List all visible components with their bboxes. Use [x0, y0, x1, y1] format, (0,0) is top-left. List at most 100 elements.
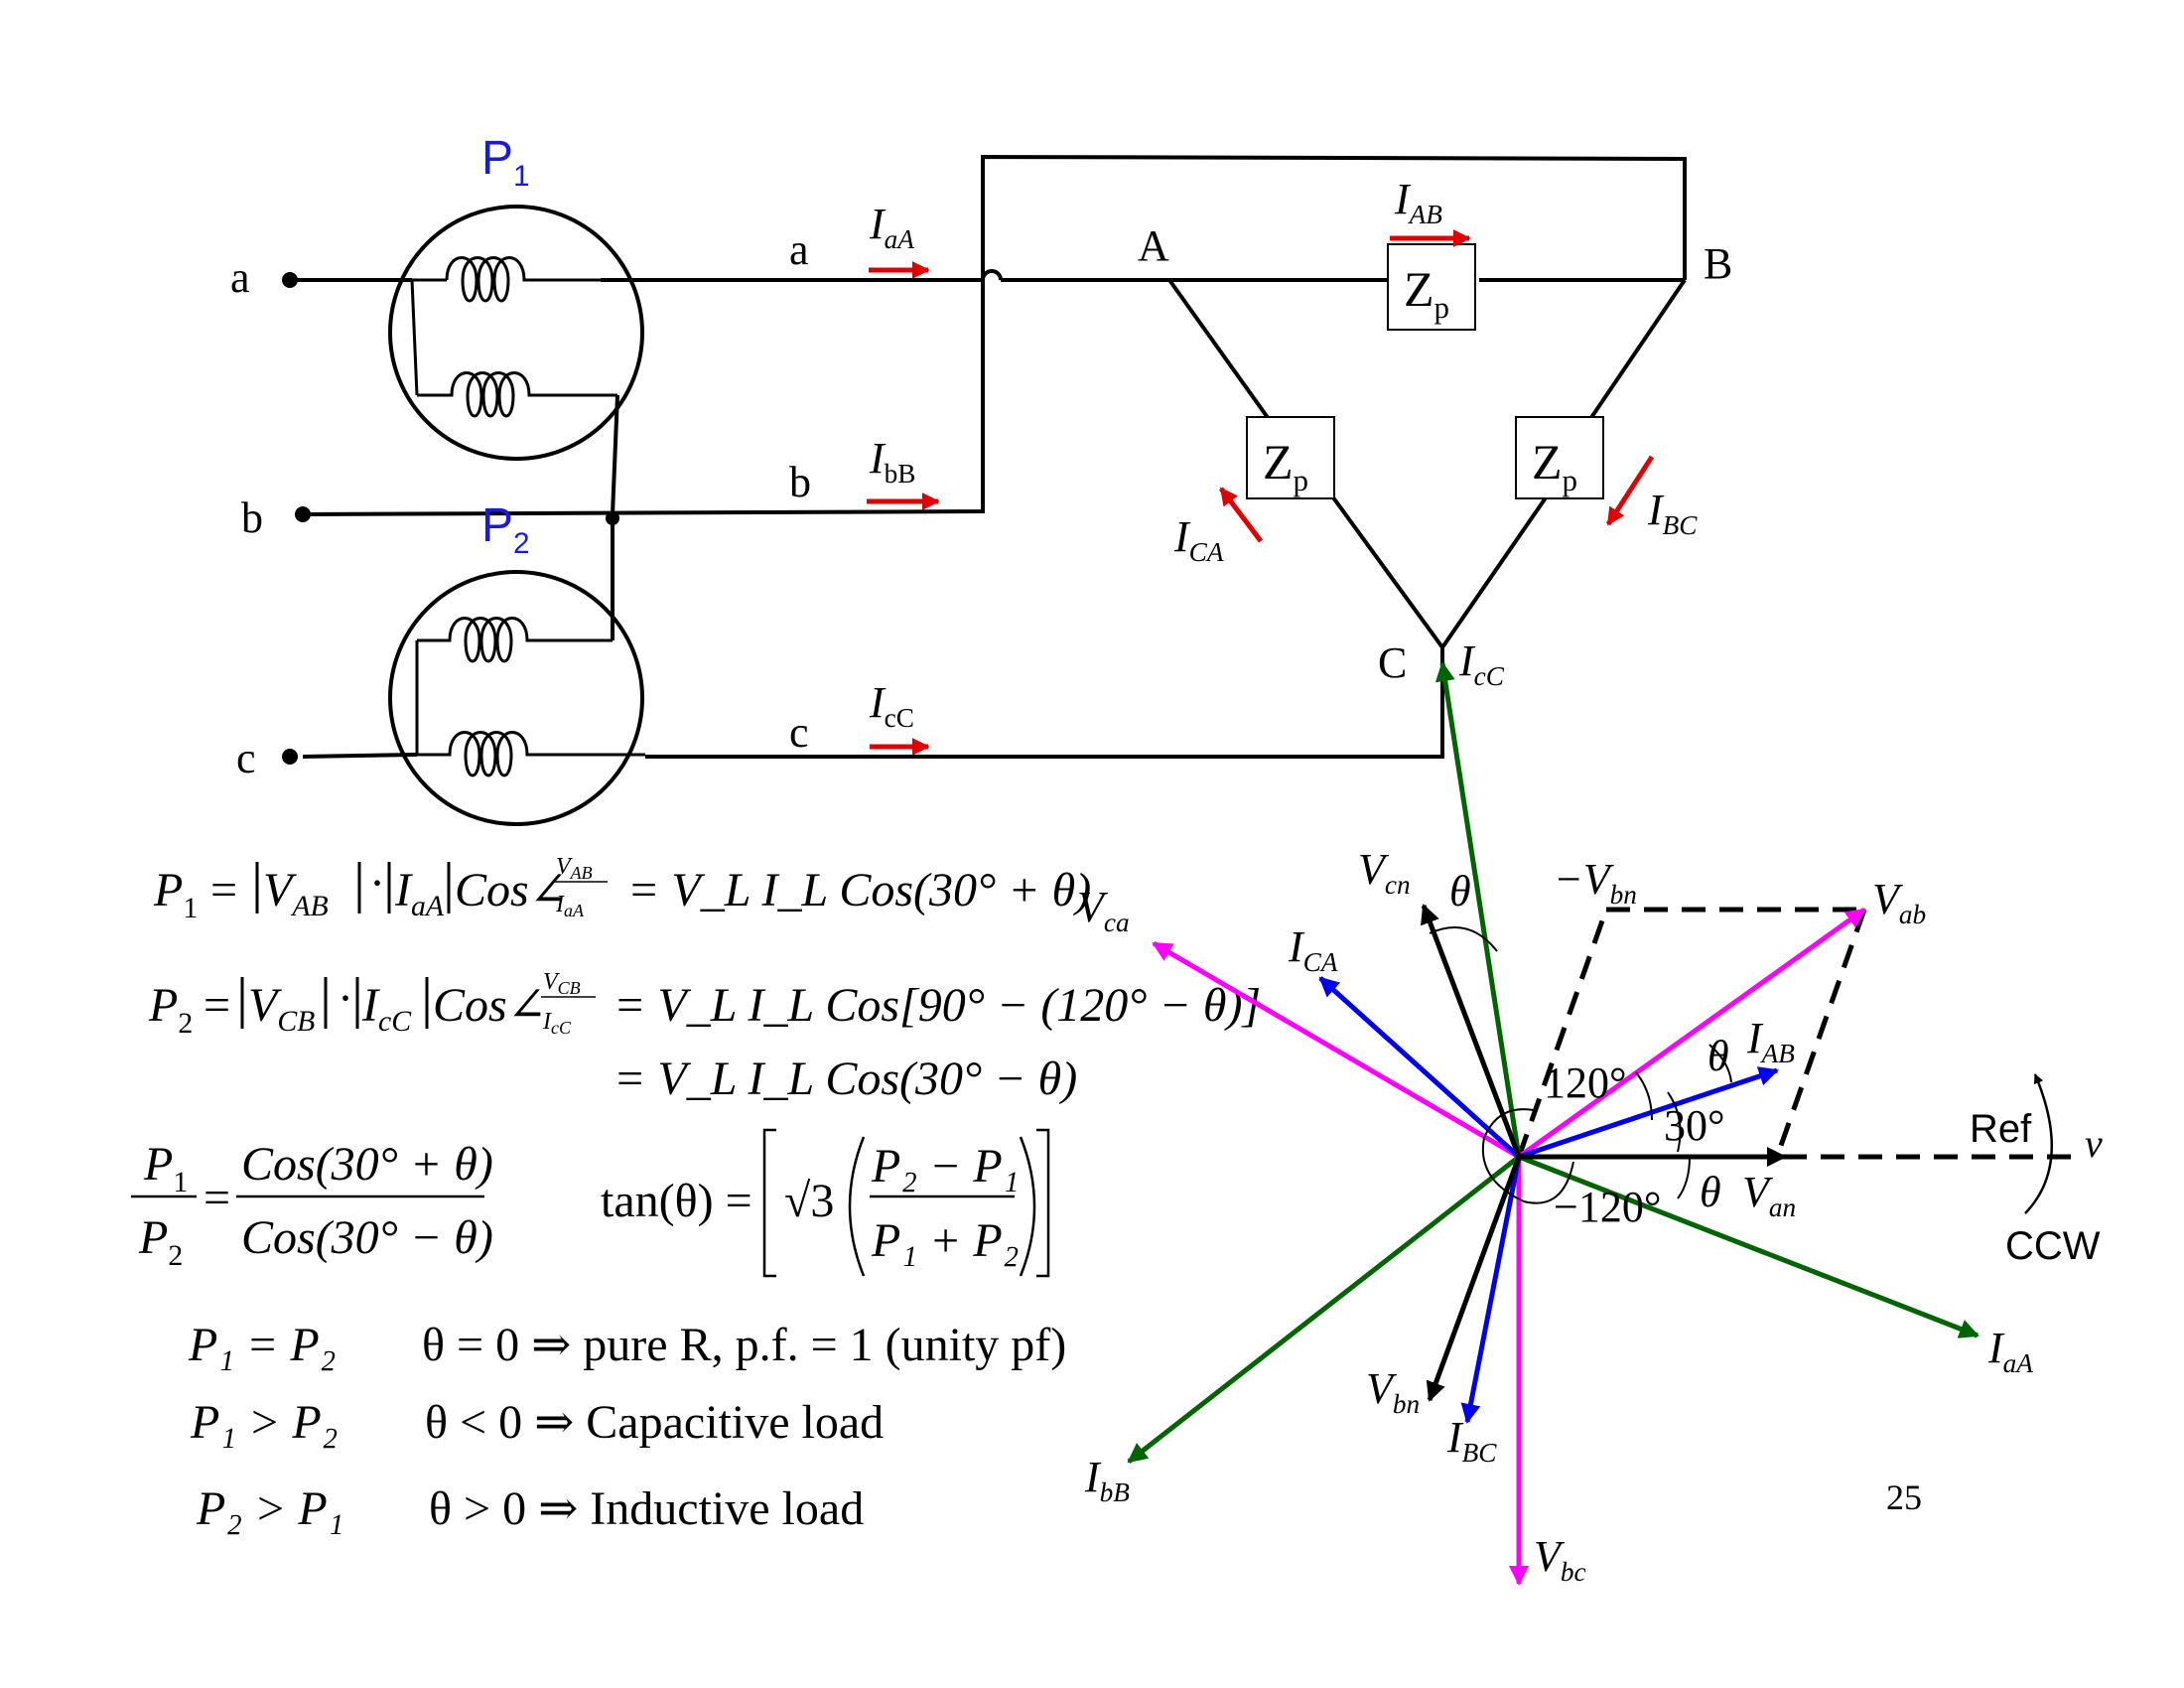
- impedance-bc: [1515, 416, 1604, 499]
- node-a-label: A: [1138, 221, 1169, 270]
- phasor-vab: [1517, 907, 1866, 1160]
- terminal-b-label: b: [241, 493, 263, 542]
- label-vbn: Vbn: [1366, 1364, 1420, 1419]
- svg-text:·: ·: [369, 857, 385, 910]
- terminal-a-label: a: [230, 253, 250, 302]
- angle-minus-120: −120°: [1554, 1183, 1661, 1231]
- wattmeter-1: [388, 205, 644, 461]
- coil-icon: [410, 256, 617, 418]
- label-ica: ICA: [1288, 922, 1338, 977]
- svg-text:P1: P1: [143, 1138, 188, 1198]
- label-iaa: IaA: [1987, 1324, 2033, 1378]
- ratio-denominator: Cos(30° − θ): [241, 1211, 493, 1264]
- p1-rhs: = V_L I_L Cos(30° + θ): [627, 864, 1091, 916]
- label-van: Van: [1742, 1168, 1796, 1222]
- svg-text:P2: P2: [138, 1211, 183, 1272]
- p2-rhs: = V_L I_L Cos[90° − (120° − θ)]: [614, 979, 1261, 1032]
- svg-text:VCB: VCB: [543, 969, 581, 998]
- label-vab: Vab: [1872, 875, 1926, 929]
- p1-vab-magnitude: VAB: [263, 864, 329, 922]
- line-a-label: a: [789, 225, 809, 274]
- phasor-ibb: [1127, 1155, 1521, 1464]
- p2-icc-magnitude: IcC: [361, 979, 412, 1038]
- current-ibc-label: IBC: [1647, 486, 1698, 540]
- equations: P1 = VAB · IaA Cos∠ VAB IaA = V_L I_L Co…: [131, 854, 1261, 1535]
- phasor-vcn: [1421, 904, 1522, 1158]
- svg-text:=: =: [204, 1172, 230, 1224]
- meter-2-label: P2: [481, 499, 530, 560]
- node-c-label: C: [1378, 638, 1407, 687]
- phasor-icc: [1434, 661, 1522, 1158]
- label-ibc: IBC: [1446, 1413, 1497, 1468]
- theta-van: θ: [1700, 1168, 1721, 1216]
- impedance-label: Zp: [1263, 434, 1308, 497]
- phasor-iab: [1518, 1066, 1779, 1160]
- meter-1-label: P1: [481, 132, 530, 193]
- svg-text:·: ·: [338, 972, 353, 1025]
- circuit: [290, 154, 1687, 826]
- edge-glyph: v: [2085, 1121, 2103, 1166]
- ccw-arrow: [2024, 1073, 2054, 1214]
- p2-vcb-magnitude: VCB: [248, 979, 315, 1038]
- case-1-condition: P₁ = P₂: [188, 1319, 336, 1371]
- page-number: 25: [1886, 1477, 1922, 1517]
- theta-vab: θ: [1707, 1032, 1729, 1080]
- impedance-label: Zp: [1404, 261, 1449, 325]
- case-2-condition: P₁ > P₂: [190, 1396, 338, 1449]
- phasor-vbn: [1426, 1156, 1522, 1402]
- angle-30: 30°: [1664, 1101, 1725, 1150]
- ratio-numerator: Cos(30° + θ): [241, 1138, 493, 1191]
- tan-denominator: P₁ + P₂: [871, 1214, 1019, 1267]
- label-neg-vbn: −Vbn: [1554, 855, 1637, 910]
- ccw-label: CCW: [2005, 1224, 2101, 1268]
- p2-rhs-simplified: = V_L I_L Cos(30° − θ): [614, 1053, 1077, 1105]
- svg-text:IaA: IaA: [555, 892, 585, 920]
- current-icc-node-label: IcC: [1458, 636, 1505, 691]
- phasor-diagram: Vab Vca Vbc Van Vbn Vcn −Vbn IAB IBC ICA…: [1077, 661, 2103, 1587]
- current-ibb-label: IbB: [869, 434, 915, 489]
- tan-numerator: P₂ − P₁: [871, 1140, 1019, 1193]
- phasor-ibc: [1460, 1156, 1522, 1424]
- line-b-label: b: [789, 458, 811, 506]
- phasor-iaa: [1518, 1154, 1979, 1338]
- svg-text:VAB: VAB: [556, 854, 593, 883]
- phasor-vca: [1152, 940, 1521, 1160]
- case-1-result: θ = 0 ⇒ pure R, p.f. = 1 (unity pf): [422, 1319, 1066, 1371]
- phasor-ica: [1318, 976, 1521, 1159]
- label-vcn: Vcn: [1358, 845, 1411, 900]
- svg-text:Cos∠: Cos∠: [433, 979, 547, 1032]
- label-iab: IAB: [1746, 1014, 1795, 1068]
- coil-icon: [415, 617, 645, 777]
- svg-text:=: =: [204, 979, 230, 1032]
- p2-lhs: P2: [148, 979, 193, 1040]
- case-3-condition: P₂ > P₁: [196, 1482, 343, 1535]
- svg-text:=: =: [210, 864, 237, 916]
- angle-120: 120°: [1544, 1058, 1627, 1107]
- current-icc-label: IcC: [869, 678, 914, 733]
- svg-text:IcC: IcC: [542, 1009, 572, 1038]
- impedance-ca: [1246, 416, 1335, 499]
- impedance-boxes: [1246, 243, 1604, 499]
- tan-lhs: tan(θ) =: [601, 1175, 752, 1227]
- impedance-ab: [1387, 243, 1476, 331]
- theta-vcn: θ: [1449, 867, 1471, 915]
- case-3-result: θ > 0 ⇒ Inductive load: [429, 1482, 864, 1535]
- label-vbc: Vbc: [1534, 1532, 1586, 1587]
- svg-text:Cos∠: Cos∠: [455, 864, 569, 916]
- wattmeter-2: [388, 570, 644, 826]
- sqrt-3: √3: [784, 1175, 834, 1227]
- node-b-label: B: [1704, 239, 1732, 288]
- line-c-label: c: [789, 708, 809, 757]
- p1-iaa-magnitude: IaA: [394, 864, 445, 922]
- case-2-result: θ < 0 ⇒ Capacitive load: [425, 1396, 884, 1449]
- current-iaa-label: IaA: [869, 200, 914, 254]
- label-vca: Vca: [1077, 883, 1130, 937]
- current-arrows: [867, 229, 1655, 756]
- current-ica-label: ICA: [1173, 512, 1224, 567]
- current-iab-label: IAB: [1394, 175, 1442, 229]
- p1-lhs: P1: [153, 864, 198, 924]
- terminal-dots: [282, 272, 619, 765]
- ref-label: Ref: [1970, 1107, 2032, 1151]
